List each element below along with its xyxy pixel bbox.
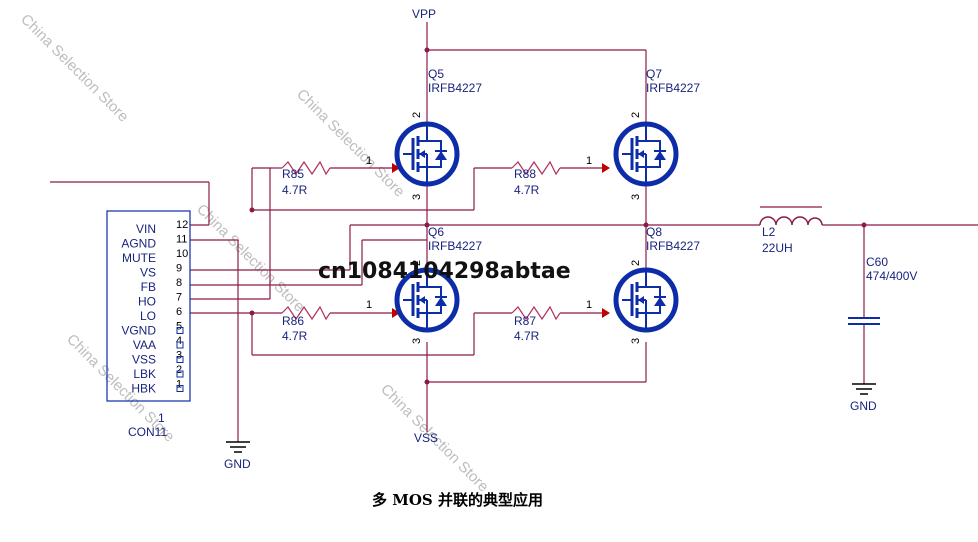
watermarks: China Selection Store China Selection St… (17, 11, 492, 496)
connector-pin-number: 10 (176, 248, 188, 260)
drain-pin: 2 (411, 260, 423, 266)
mosfet-part: IRFB4227 (428, 81, 482, 95)
resistor-r85: R85 4.7R (281, 160, 331, 197)
mosfet-ref: Q7 (646, 67, 662, 81)
source-pin: 3 (411, 338, 423, 344)
resistor-value: 4.7R (282, 183, 308, 197)
resistor-ref: R86 (282, 314, 304, 328)
connector-pin-name: LO (140, 309, 156, 323)
gate-pin: 1 (586, 155, 592, 167)
mosfet-q6: Q6 IRFB4227 1 2 3 (366, 225, 482, 344)
mosfet-ref: Q8 (646, 225, 662, 239)
watermark-text: China Selection Store (293, 86, 408, 201)
overlay-text: cn1084104298abtae (318, 259, 571, 284)
unconnected-pin-marker (176, 385, 184, 392)
connector-pin-number: 11 (176, 234, 187, 246)
connector-pin-number: 5 (176, 321, 182, 333)
connector-pin-number: 8 (176, 277, 182, 289)
connector-pin-name: FB (141, 280, 156, 294)
connector-pin-name: LBK (133, 367, 156, 381)
unconnected-pin-marker (176, 356, 184, 363)
gate-pin: 1 (366, 155, 372, 167)
source-pin: 3 (630, 338, 642, 344)
resistor-r87: R87 4.7R (511, 305, 561, 343)
source-pin: 3 (411, 194, 423, 200)
connector-pin-number: 12 (176, 219, 188, 231)
connector-pin-name: MUTE (122, 251, 156, 265)
connector-pin-name: VGND (121, 324, 156, 338)
resistor-r88: R88 4.7R (511, 160, 561, 197)
drain-pin: 2 (630, 260, 642, 266)
gate-pin: 1 (586, 299, 592, 311)
inductor-value: 22UH (762, 241, 793, 255)
mosfet-part: IRFB4227 (428, 239, 482, 253)
connector-pin-name: VSS (132, 353, 156, 367)
capacitor-c60: C60 474/400V (848, 255, 917, 325)
connector-pin-name: AGND (121, 237, 156, 251)
ground-symbol-left: GND (224, 441, 251, 471)
vss-label: VSS (414, 431, 438, 445)
mosfet-part: IRFB4227 (646, 81, 700, 95)
connector-pin-number: 9 (176, 263, 182, 275)
inductor-ref: L2 (762, 225, 776, 239)
gate-arrows (392, 163, 610, 318)
wires (50, 22, 978, 442)
connector-pin-number: 1 (176, 379, 182, 391)
resistor-ref: R85 (282, 167, 304, 181)
connector-ref: 1 (158, 411, 165, 425)
watermark-text: China Selection Store (193, 201, 308, 316)
resistor-value: 4.7R (514, 329, 540, 343)
resistor-value: 4.7R (514, 183, 540, 197)
mosfet-q7: Q7 IRFB4227 1 2 3 (586, 67, 700, 200)
unconnected-pin-marker (176, 341, 184, 349)
resistor-r86: R86 4.7R (281, 305, 331, 343)
mosfet-q8: Q8 IRFB4227 1 2 3 (586, 225, 700, 344)
mosfet-ref: Q6 (428, 225, 444, 239)
inductor-l2: L2 22UH (759, 206, 823, 255)
connector-pin-number: 4 (176, 335, 182, 347)
unconnected-pin-marker (176, 370, 184, 378)
connector-pin-number: 3 (176, 350, 182, 362)
gate-pin: 1 (366, 299, 372, 311)
resistor-value: 4.7R (282, 329, 308, 343)
mosfet-part: IRFB4227 (646, 239, 700, 253)
connector-pin-name: HBK (131, 382, 156, 396)
unconnected-pin-marker (176, 327, 184, 334)
capacitor-ref: C60 (866, 255, 888, 269)
vpp-label: VPP (412, 7, 436, 21)
drain-pin: 2 (411, 112, 423, 118)
mosfet-q5: Q5 IRFB4227 1 2 3 (366, 67, 482, 200)
mosfet-ref: Q5 (428, 67, 444, 81)
drain-pin: 2 (630, 112, 642, 118)
source-pin: 3 (630, 194, 642, 200)
connector-pin-name: HO (138, 295, 156, 309)
figure-caption: 多 MOS 并联的典型应用 (372, 491, 543, 509)
connector-pin-number: 2 (176, 364, 182, 376)
connector-pin-name: VAA (133, 338, 156, 352)
resistor-ref: R87 (514, 314, 536, 328)
connector-pin-name: VIN (136, 222, 156, 236)
connector-pin-number: 7 (176, 292, 182, 304)
connector-name: CON11 (128, 425, 167, 439)
connector-pin-name: VS (140, 266, 156, 280)
ground-label: GND (224, 457, 251, 471)
capacitor-value: 474/400V (866, 269, 917, 283)
junctions (249, 47, 867, 385)
ground-symbol-right: GND (850, 383, 877, 413)
resistor-ref: R88 (514, 167, 536, 181)
watermark-text: China Selection Store (17, 11, 132, 126)
ground-label: GND (850, 399, 877, 413)
connector-pin-number: 6 (176, 306, 182, 318)
